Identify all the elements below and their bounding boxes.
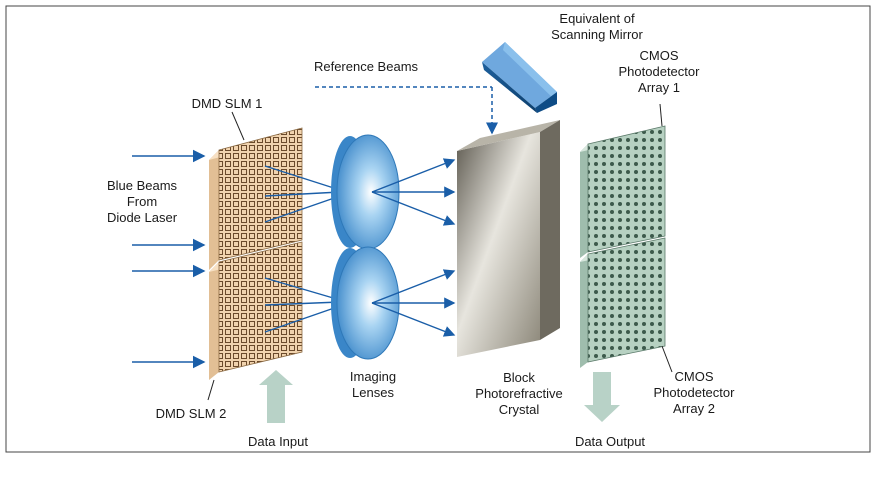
- slm-to-lens-beams: [264, 165, 341, 333]
- scanning-mirror: [482, 42, 557, 113]
- dmd-slm-2-label: DMD SLM 2: [156, 406, 227, 421]
- input-beams: [132, 149, 206, 369]
- data-output-label-line: Data Output: [575, 434, 645, 449]
- imaging-lenses-label-line: Imaging: [350, 369, 396, 384]
- leader-lines: [207, 103, 673, 401]
- dmd-slm-2-label-line: DMD SLM 2: [156, 406, 227, 421]
- imaging-lens-1: [331, 134, 400, 250]
- imaging-lens-2: [331, 246, 400, 360]
- scanning-mirror-label-line: Equivalent of: [559, 11, 635, 26]
- blue-beams-label-line: From: [127, 194, 157, 209]
- blue-beams-label-line: Blue Beams: [107, 178, 178, 193]
- crystal-label-line: Photorefractive: [475, 386, 562, 401]
- data-output-label: Data Output: [575, 434, 645, 449]
- crystal-label-line: Block: [503, 370, 535, 385]
- cmos-array-1-label-line: Photodetector: [619, 64, 701, 79]
- imaging-lenses-label-line: Lenses: [352, 385, 394, 400]
- lens-to-crystal-beams: [371, 158, 456, 337]
- data-input-arrow: [259, 370, 293, 423]
- scanning-mirror-label-line: Scanning Mirror: [551, 27, 643, 42]
- dmd-slm-1-label-line: DMD SLM 1: [192, 96, 263, 111]
- cmos-array-1-label-line: Array 1: [638, 80, 680, 95]
- data-output-arrow: [584, 372, 620, 422]
- cmos-array-1-label-line: CMOS: [640, 48, 679, 63]
- dmd-slm-1-label: DMD SLM 1: [192, 96, 263, 111]
- cmos-array-2-label-line: Array 2: [673, 401, 715, 416]
- cmos-array-1: [580, 125, 666, 258]
- crystal-label-line: Crystal: [499, 402, 540, 417]
- reference-beam-path: [315, 86, 498, 135]
- cmos-array-2-label-line: CMOS: [675, 369, 714, 384]
- cmos-array-2-label-line: Photodetector: [654, 385, 736, 400]
- reference-beams-label-line: Reference Beams: [314, 59, 419, 74]
- photorefractive-crystal: [457, 120, 560, 357]
- reference-beams-label: Reference Beams: [314, 59, 419, 74]
- dmd-slm-2: [209, 241, 303, 380]
- diagram-frame: [5, 5, 871, 453]
- data-input-label: Data Input: [248, 434, 308, 449]
- cmos-array-2: [580, 237, 666, 368]
- data-input-label-line: Data Input: [248, 434, 308, 449]
- blue-beams-label-line: Diode Laser: [107, 210, 178, 225]
- dmd-slm-1: [209, 127, 303, 270]
